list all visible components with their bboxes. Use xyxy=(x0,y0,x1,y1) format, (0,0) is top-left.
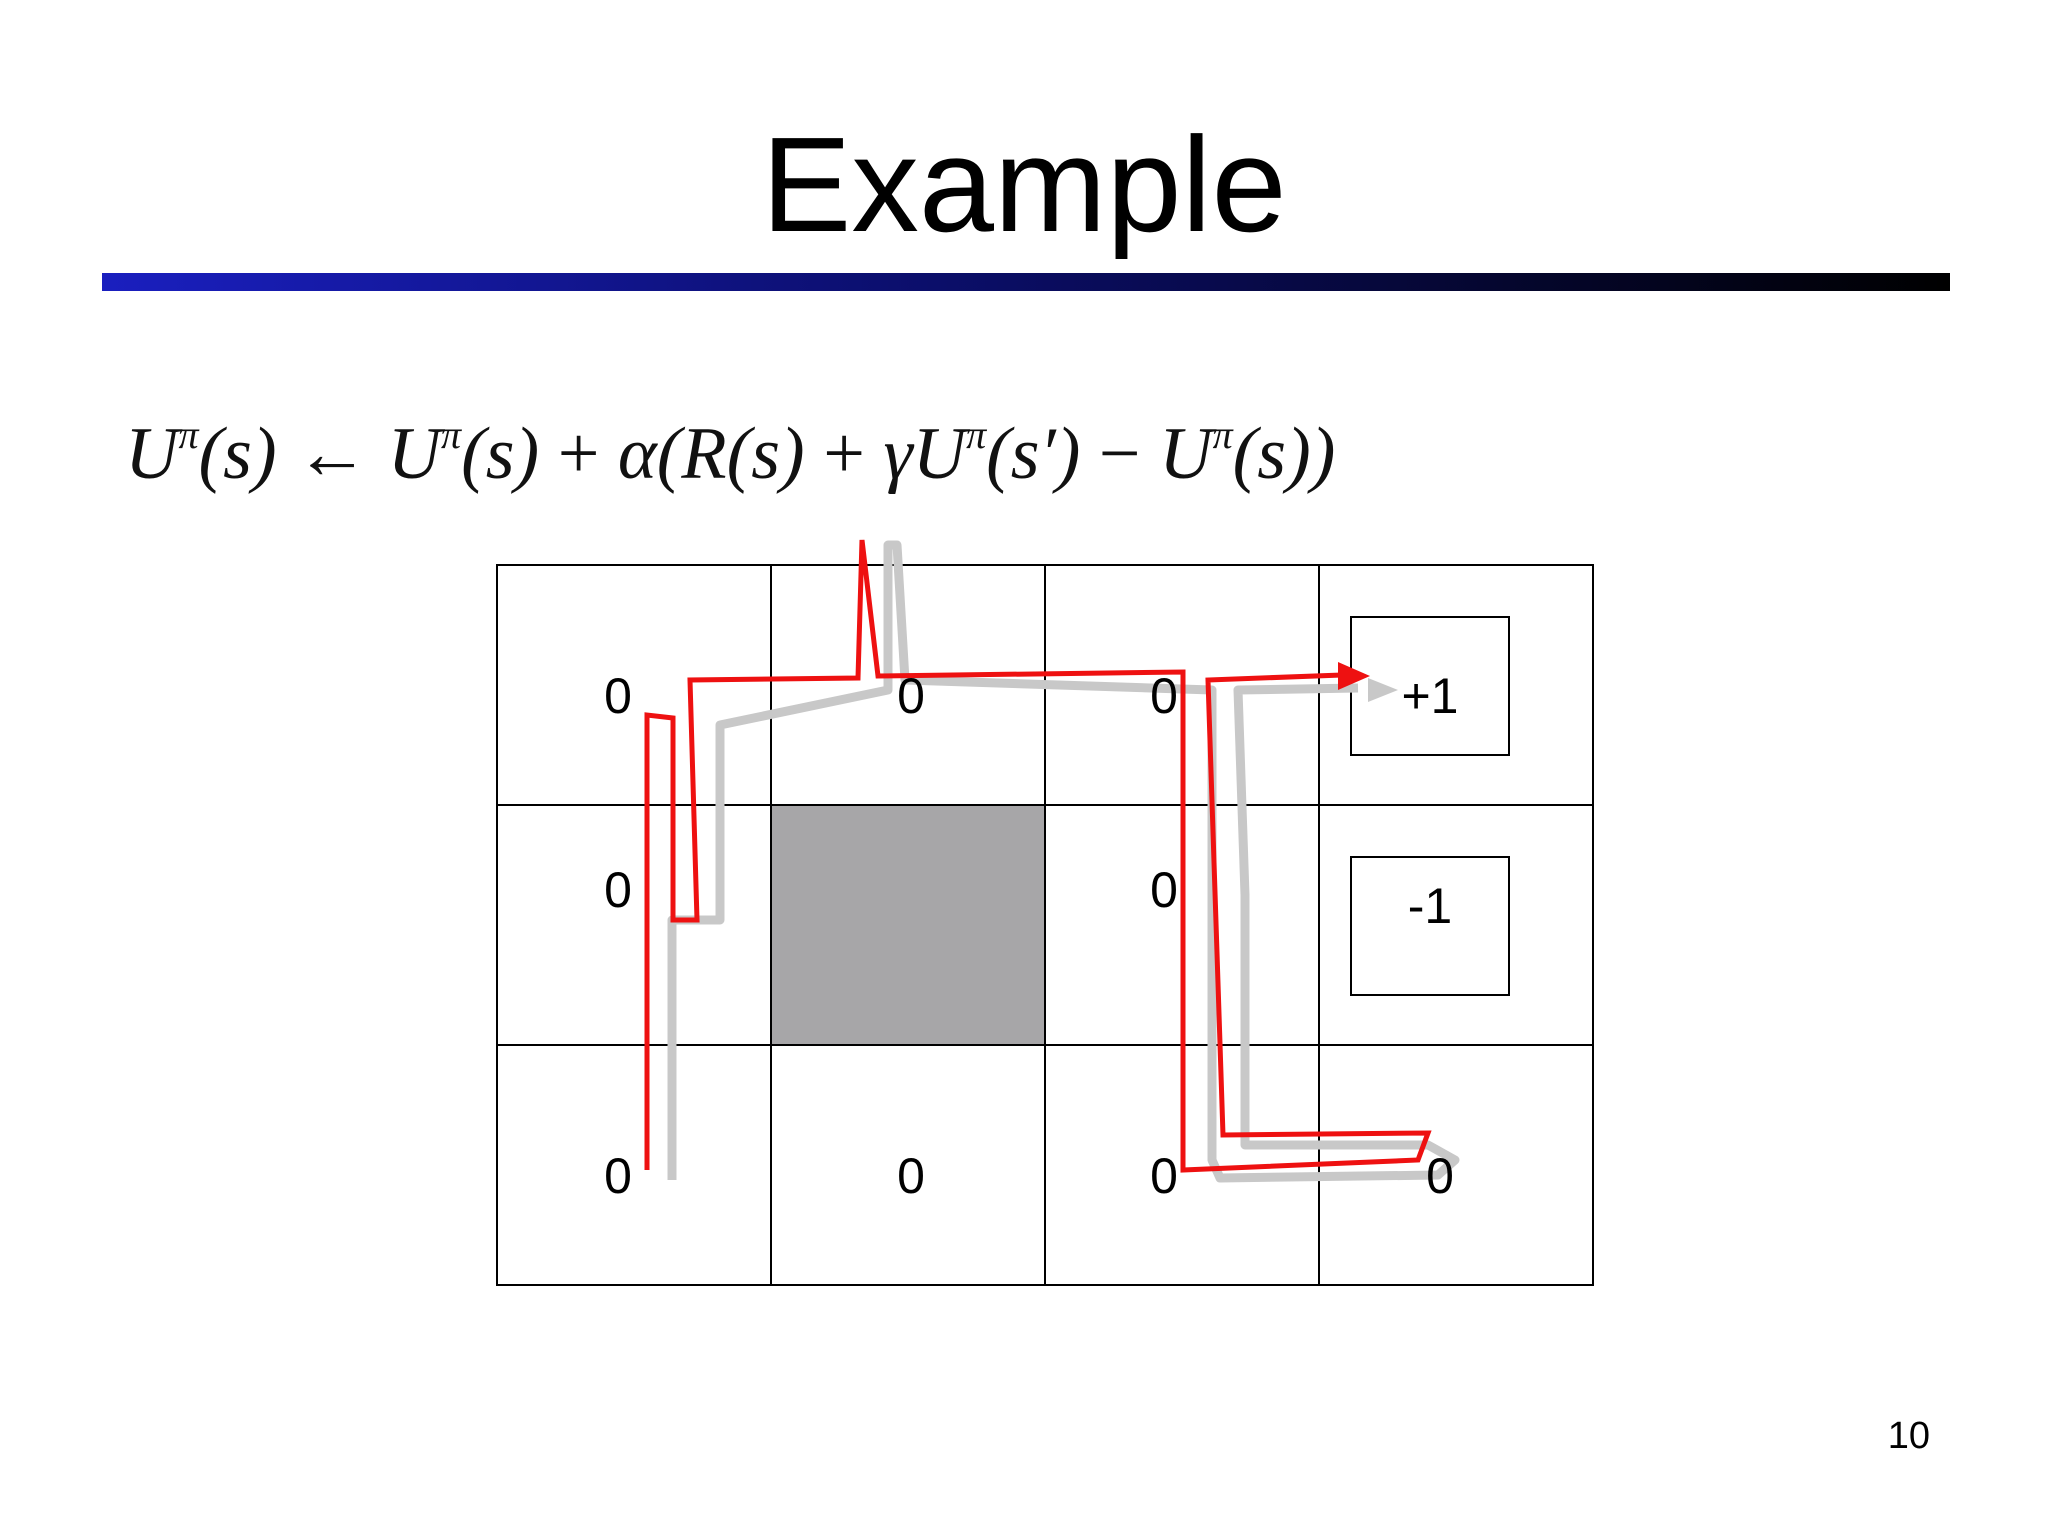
formula-t3-sup: π xyxy=(1212,412,1233,457)
formula-t2-sup: π xyxy=(966,412,987,457)
formula-plus-1: + xyxy=(557,413,600,495)
formula-t1: U xyxy=(387,413,442,495)
cell-value-r0c3: +1 xyxy=(1401,668,1458,724)
formula-gamma: γ xyxy=(883,413,913,495)
grid-cell xyxy=(496,1044,772,1286)
cell-value-r1c0: 0 xyxy=(604,862,632,918)
formula-lhs: U xyxy=(125,413,179,495)
formula-t2-arg: (s′) xyxy=(986,413,1081,495)
cell-value-r2c2: 0 xyxy=(1150,1148,1178,1204)
grid-cell xyxy=(770,1044,1046,1286)
formula-t1-sup: π xyxy=(441,412,462,457)
formula-t3: U xyxy=(1159,413,1213,495)
cell-value-r2c0: 0 xyxy=(604,1148,632,1204)
slide-title: Example xyxy=(761,109,1287,260)
cell-label-layer: 0 0 0 +1 0 0 -1 0 0 0 0 xyxy=(604,668,1458,1204)
formula-arrow: ← xyxy=(295,413,370,495)
title-rule xyxy=(102,273,1950,291)
trajectory-arrowhead xyxy=(1338,662,1370,690)
cell-value-r0c2: 0 xyxy=(1150,668,1178,724)
cell-value-r0c1: 0 xyxy=(897,668,925,724)
formula-minus: − xyxy=(1098,413,1141,495)
formula-t2: U xyxy=(912,413,967,495)
cell-value-r2c1: 0 xyxy=(897,1148,925,1204)
cell-value-r0c0: 0 xyxy=(604,668,632,724)
page-number: 10 xyxy=(1887,1415,1930,1457)
td-update-formula: Uπ(s) ← Uπ(s) + α(R(s) + γUπ(s′) − Uπ(s)… xyxy=(125,385,1335,504)
trajectory-red xyxy=(644,539,1432,1173)
terminal-box xyxy=(1350,856,1510,996)
cell-value-r1c2: 0 xyxy=(1150,862,1178,918)
formula-lhs-sup: π xyxy=(178,412,199,457)
grid-cell xyxy=(1318,564,1594,806)
cell-value-r2c3: 0 xyxy=(1426,1148,1454,1204)
shadow-arrowhead xyxy=(1368,678,1398,702)
trajectory-shadow xyxy=(667,540,1460,1183)
shadow-path xyxy=(667,540,1460,1183)
grid-cell xyxy=(496,564,772,806)
formula-alpha: α(R(s) xyxy=(617,413,805,495)
cell-value-r1c3: -1 xyxy=(1408,878,1452,934)
grid-cell xyxy=(496,804,772,1046)
formula-plus-2: + xyxy=(823,413,865,495)
formula-t3-arg: (s)) xyxy=(1232,413,1336,495)
blocked-cell xyxy=(770,804,1046,1046)
trajectory-path xyxy=(644,539,1432,1173)
formula-lhs-arg: (s) xyxy=(198,413,277,495)
formula-t1-arg: (s) xyxy=(461,413,540,495)
grid-cell xyxy=(1318,804,1594,1046)
